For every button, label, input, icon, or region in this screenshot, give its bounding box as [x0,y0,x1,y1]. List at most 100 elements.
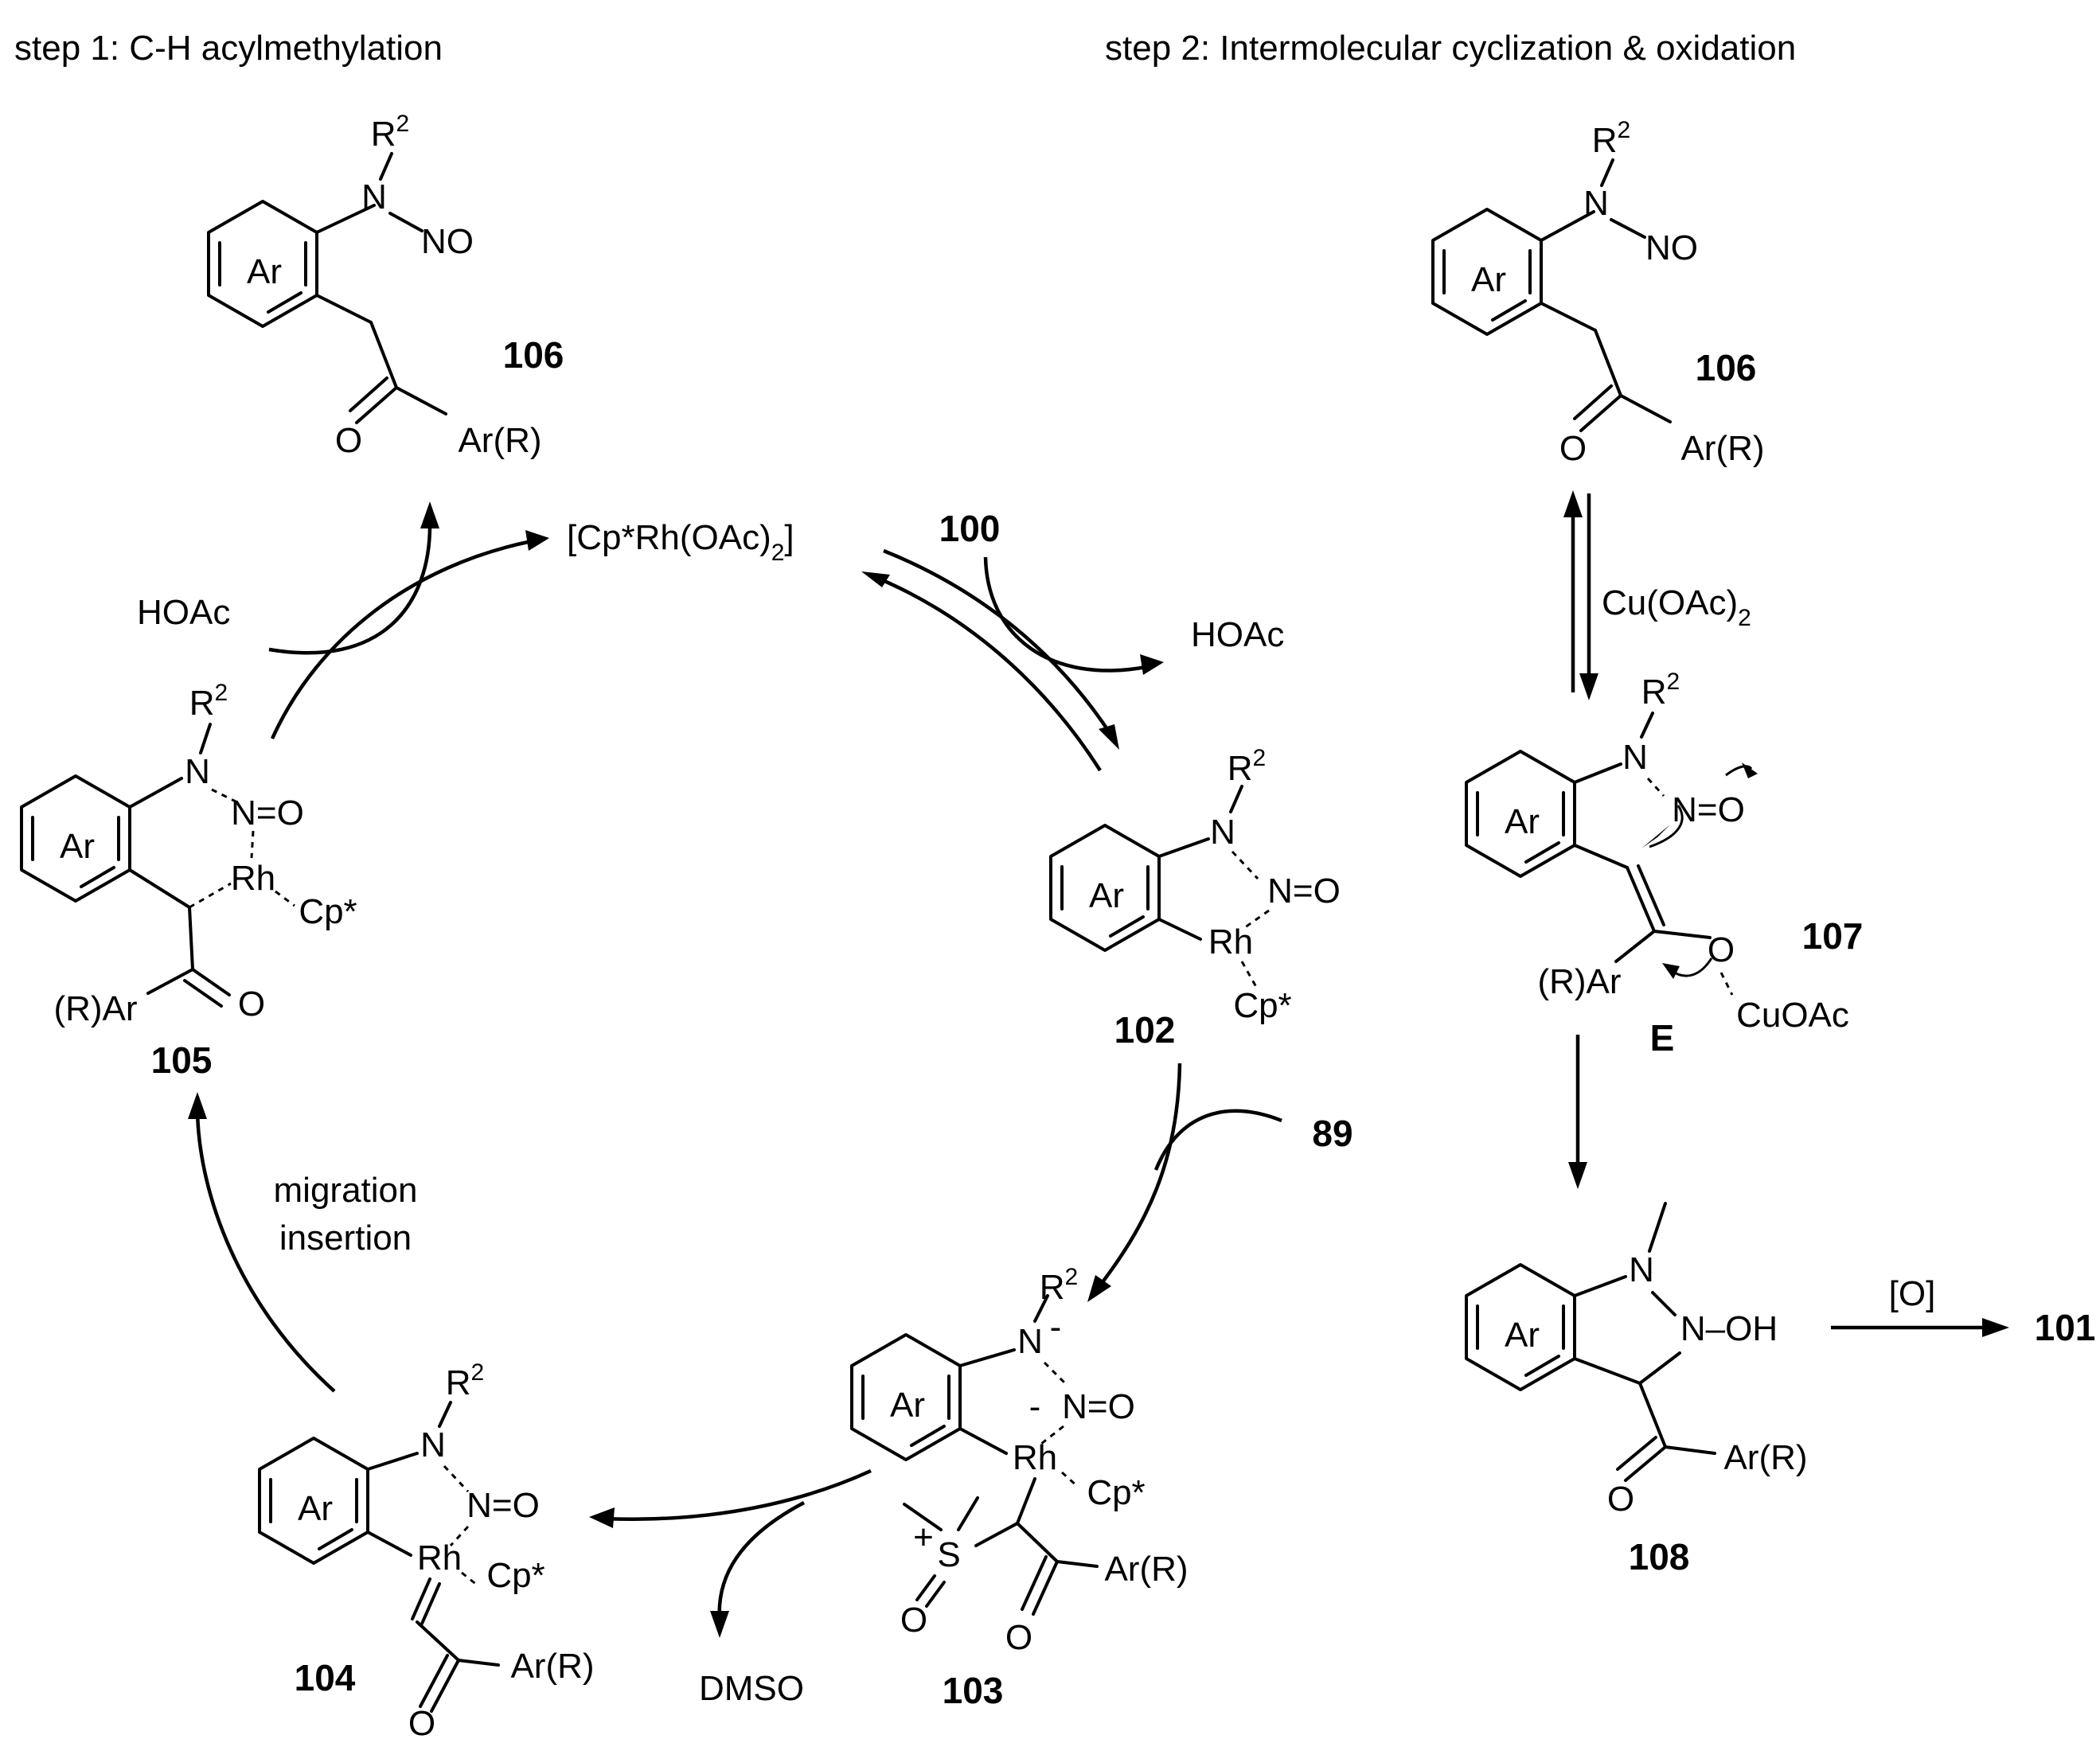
svg-text:N: N [1629,1250,1654,1289]
svg-text:Ar: Ar [60,827,95,866]
svg-text:CuOAc: CuOAc [1736,996,1849,1035]
svg-text:Ar(R): Ar(R) [1723,1438,1807,1477]
cu-oac2-label: Cu(OAc)2 [1602,583,1751,631]
svg-text:O: O [900,1601,927,1640]
arrow-hoac-to-106 [268,524,432,655]
arrowhead-dmso [710,1611,729,1638]
arrowhead-104 [589,1507,615,1528]
svg-text:Ar: Ar [247,252,282,291]
insertion-label: insertion [279,1219,412,1258]
arrow-catalyst-to-102 [861,548,1119,772]
arrowhead-hoac-right [1140,654,1164,675]
svg-text:-: - [1050,1308,1062,1347]
svg-text:O: O [1708,930,1735,969]
label-100: 100 [939,508,1001,549]
svg-text:[Cp*Rh(OAc)2]: [Cp*Rh(OAc)2] [567,518,794,566]
label-104: 104 [295,1657,356,1698]
svg-text:+: + [913,1518,934,1557]
arrow-100-to-hoac [983,556,1147,673]
svg-text:Ar(R): Ar(R) [458,421,541,460]
svg-text:Ar: Ar [298,1489,333,1528]
arrowhead-105 [188,1092,207,1119]
svg-text:N: N [185,752,210,791]
svg-text:R2: R2 [371,111,409,154]
svg-text:Ar: Ar [1089,876,1124,915]
svg-text:Cp*: Cp* [299,892,357,931]
svg-text:O: O [1607,1480,1634,1519]
arrow-to-dmso [717,1501,806,1621]
dmso-label: DMSO [699,1669,804,1708]
svg-text:Ar: Ar [1505,802,1540,841]
label-107: 107 [1802,915,1864,957]
compound-108: Ar N N–OH O Ar(R) [1465,1202,1808,1519]
svg-text:Rh: Rh [231,859,275,898]
label-101: 101 [2035,1307,2096,1348]
label-106-right: 106 [1696,347,1757,388]
svg-text:N: N [1017,1322,1043,1361]
arrow-104-to-105 [195,1110,336,1393]
label-103: 103 [943,1670,1004,1711]
catalyst-label: [Cp*Rh(OAc)2] [567,518,794,566]
hoac-left-label: HOAc [137,593,230,632]
step1-heading: step 1: C-H acylmethylation [14,29,443,68]
step2-heading: step 2: Intermolecular cyclization & oxi… [1105,29,1796,68]
label-105: 105 [151,1039,213,1081]
arrow-105-to-catalyst [270,539,533,739]
migration-label: migration [274,1171,418,1210]
compound-107: Ar N R2 N=O (R)Ar O CuOAc [1465,669,1849,1035]
svg-text:-: - [1029,1387,1041,1426]
svg-text:Rh: Rh [1208,922,1253,961]
svg-text:Cp*: Cp* [486,1556,545,1595]
label-102: 102 [1114,1009,1176,1051]
svg-text:N: N [420,1425,446,1464]
compound-106-left: Ar N R2 NO O Ar(R) [207,111,542,460]
compound-103: Ar N - R2 - N=O Rh Cp* S + O O Ar(R) [850,1264,1189,1657]
svg-text:Cp*: Cp* [1087,1473,1145,1512]
svg-text:Ar(R): Ar(R) [1104,1550,1188,1589]
svg-text:N=O: N=O [1672,790,1745,829]
svg-text:N: N [1210,813,1235,852]
hoac-right-label: HOAc [1191,615,1284,654]
svg-text:R2: R2 [1228,745,1266,788]
svg-text:Cp*: Cp* [1233,986,1291,1025]
svg-text:S: S [937,1535,960,1574]
compound-106-right: Ar N R2 NO O Ar(R) [1431,117,1765,468]
svg-text:N: N [1622,738,1648,777]
arrowhead-103 [1087,1275,1111,1302]
svg-text:R2: R2 [189,680,228,723]
arrow-102-to-103 [1095,1063,1182,1291]
arrow-89-in [1153,1109,1282,1171]
svg-text:N–OH: N–OH [1680,1309,1778,1348]
svg-text:R2: R2 [446,1359,484,1402]
svg-text:Rh: Rh [417,1538,462,1577]
svg-text:O: O [408,1704,435,1743]
arrowhead-101 [1982,1318,2009,1337]
svg-text:O: O [238,985,265,1024]
arrow-103-to-104 [604,1468,872,1521]
oxidant-label: [O] [1889,1274,1936,1313]
arrowhead-108 [1568,1162,1587,1189]
svg-text:O: O [1559,429,1587,468]
svg-text:(R)Ar: (R)Ar [53,989,137,1028]
compound-104: Ar N R2 N=O Rh Cp* O Ar(R) [258,1359,595,1743]
svg-text:Ar(R): Ar(R) [1680,429,1764,468]
svg-text:Ar: Ar [1505,1316,1540,1355]
svg-text:N=O: N=O [1267,872,1341,911]
equilibrium-106-107 [1563,490,1598,700]
svg-text:NO: NO [1645,228,1698,267]
svg-text:R2: R2 [1641,669,1680,712]
svg-text:(R)Ar: (R)Ar [1537,962,1621,1001]
svg-text:N: N [1583,184,1609,223]
arrowhead-106 [420,501,439,528]
compound-102: Ar N R2 N=O Rh Cp* [1049,745,1341,1025]
label-108: 108 [1629,1536,1690,1577]
svg-text:Ar(R): Ar(R) [510,1647,594,1686]
compound-105: Ar N R2 N=O Rh Cp* O (R)Ar [20,680,357,1028]
arrowhead-catalyst [525,530,549,551]
svg-text:N=O: N=O [231,794,304,833]
svg-text:R2: R2 [1040,1264,1078,1307]
svg-text:R2: R2 [1592,117,1630,160]
svg-text:N=O: N=O [466,1486,540,1525]
svg-text:Ar: Ar [1471,260,1506,299]
label-106-left: 106 [503,334,564,376]
